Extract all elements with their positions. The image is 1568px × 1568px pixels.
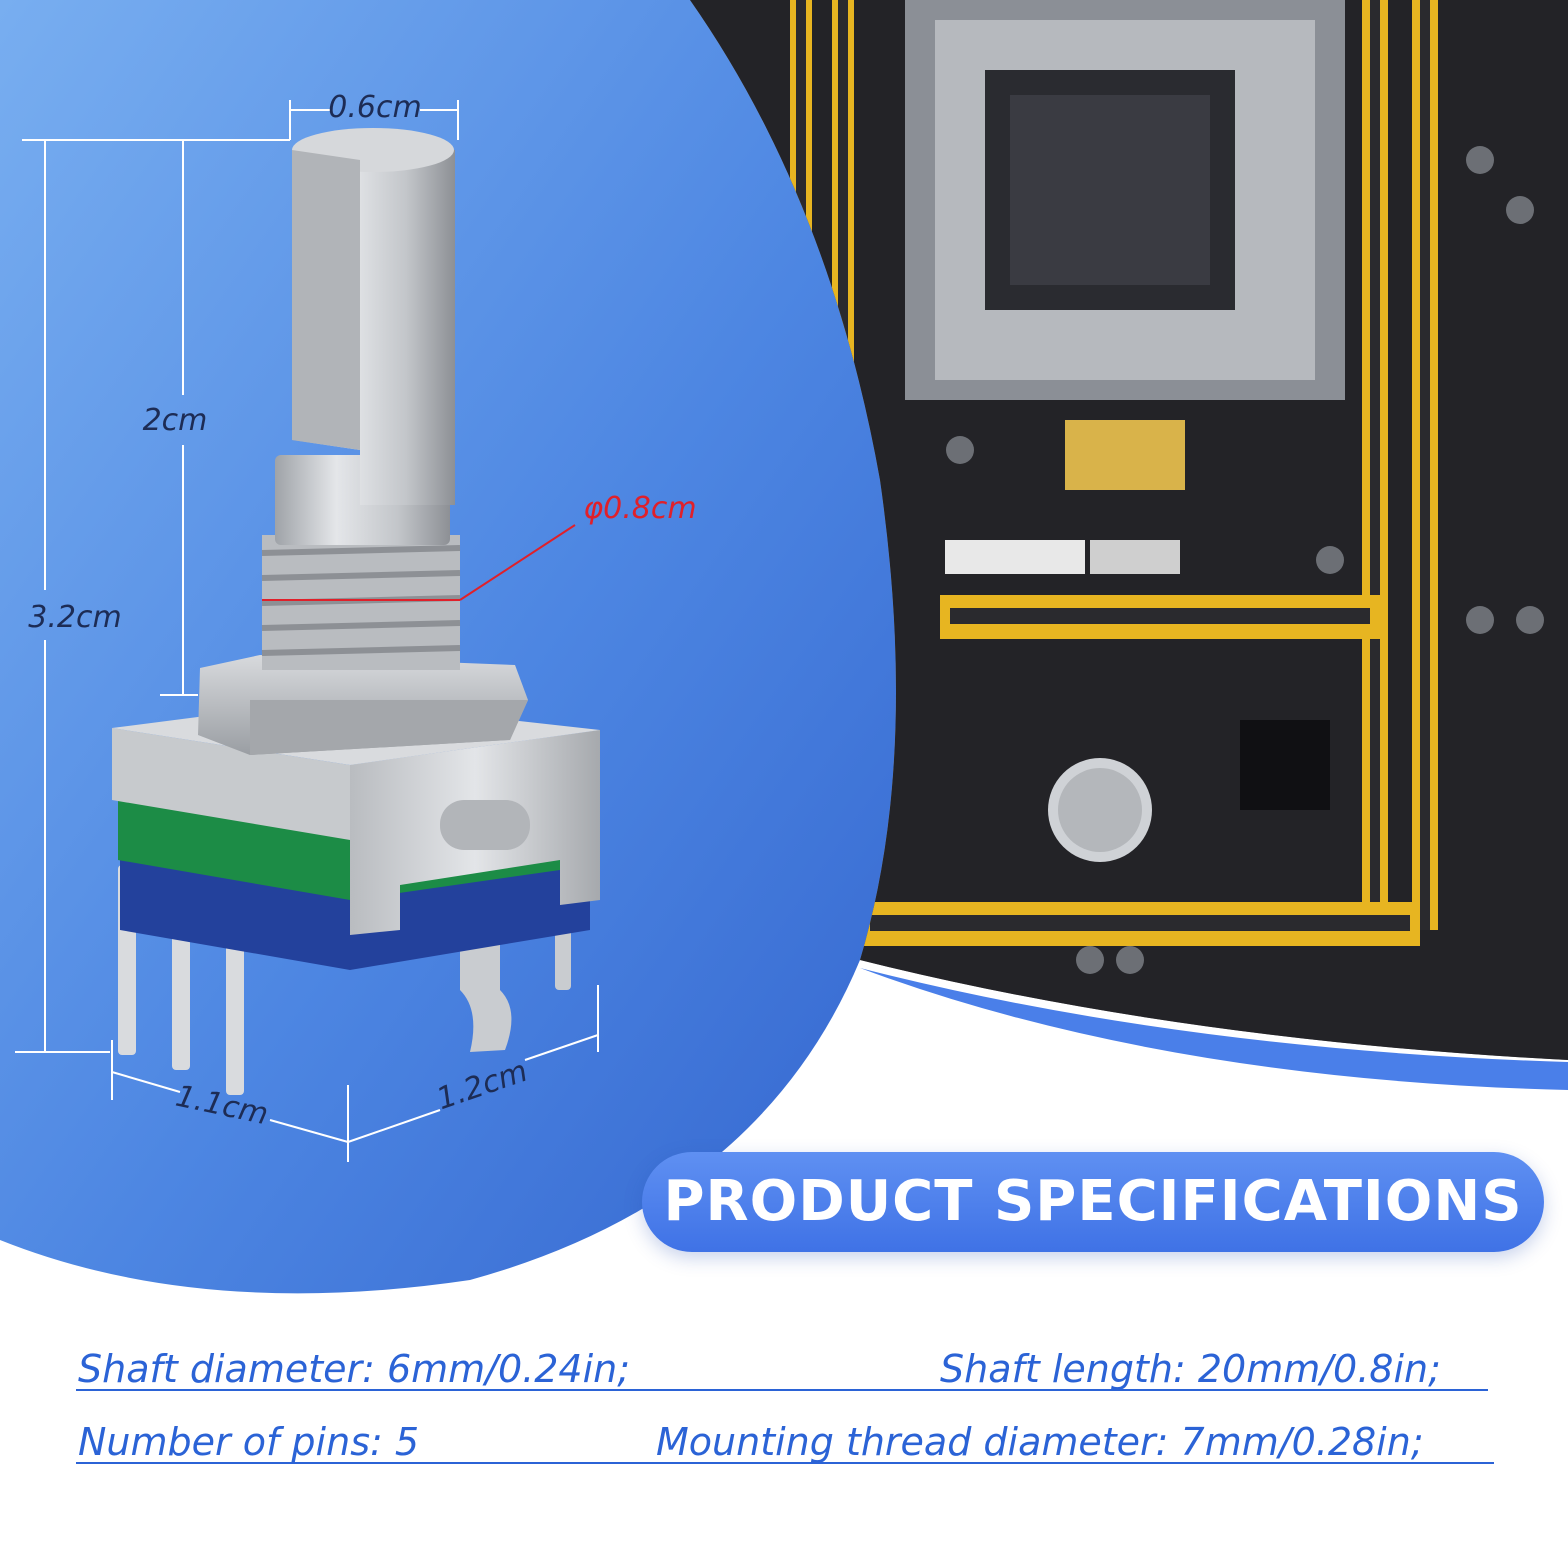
- shaft-length-label: 2cm: [143, 403, 208, 438]
- blue-swoosh: [860, 968, 1568, 1090]
- product-specifications-banner: PRODUCT SPECIFICATIONS: [642, 1152, 1544, 1252]
- total-height-label: 3.2cm: [28, 600, 121, 635]
- spec-thread-diameter: Mounting thread diameter: 7mm/0.28in;: [656, 1420, 1424, 1464]
- banner-title: PRODUCT SPECIFICATIONS: [663, 1169, 1523, 1234]
- spec-shaft-diameter: Shaft diameter: 6mm/0.24in;: [78, 1347, 631, 1391]
- spec-underline-1: [76, 1389, 1488, 1391]
- spec-underline-2: [76, 1462, 1494, 1464]
- rotary-encoder-image: [112, 128, 600, 1095]
- thread-diameter-label: φ0.8cm: [583, 491, 696, 526]
- spec-number-of-pins: Number of pins: 5: [78, 1420, 420, 1464]
- shaft-width-label: 0.6cm: [328, 90, 421, 125]
- dimension-lines: [15, 100, 599, 1162]
- spec-shaft-length: Shaft length: 20mm/0.8in;: [940, 1347, 1441, 1391]
- thread-diameter-marker: [262, 524, 576, 601]
